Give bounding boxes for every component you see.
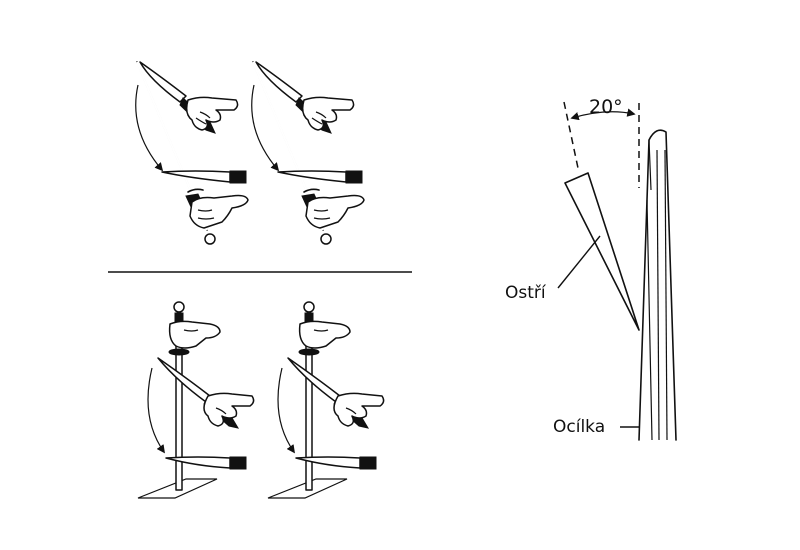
steel-label: Ocílka: [553, 417, 606, 437]
steel-closeup: [638, 129, 677, 441]
sharpening-step-top-left: [136, 62, 248, 244]
blade-edge-icon: [564, 172, 640, 331]
sharpening-step-bottom-left: [138, 302, 254, 498]
edge-label: Ostří: [505, 283, 546, 303]
angle-label: 20°: [589, 96, 623, 118]
sharpening-step-top-right: [252, 62, 364, 244]
angle-arrow: [570, 108, 636, 121]
sharpening-step-bottom-right: [268, 302, 384, 498]
angle-detail: [557, 101, 677, 441]
